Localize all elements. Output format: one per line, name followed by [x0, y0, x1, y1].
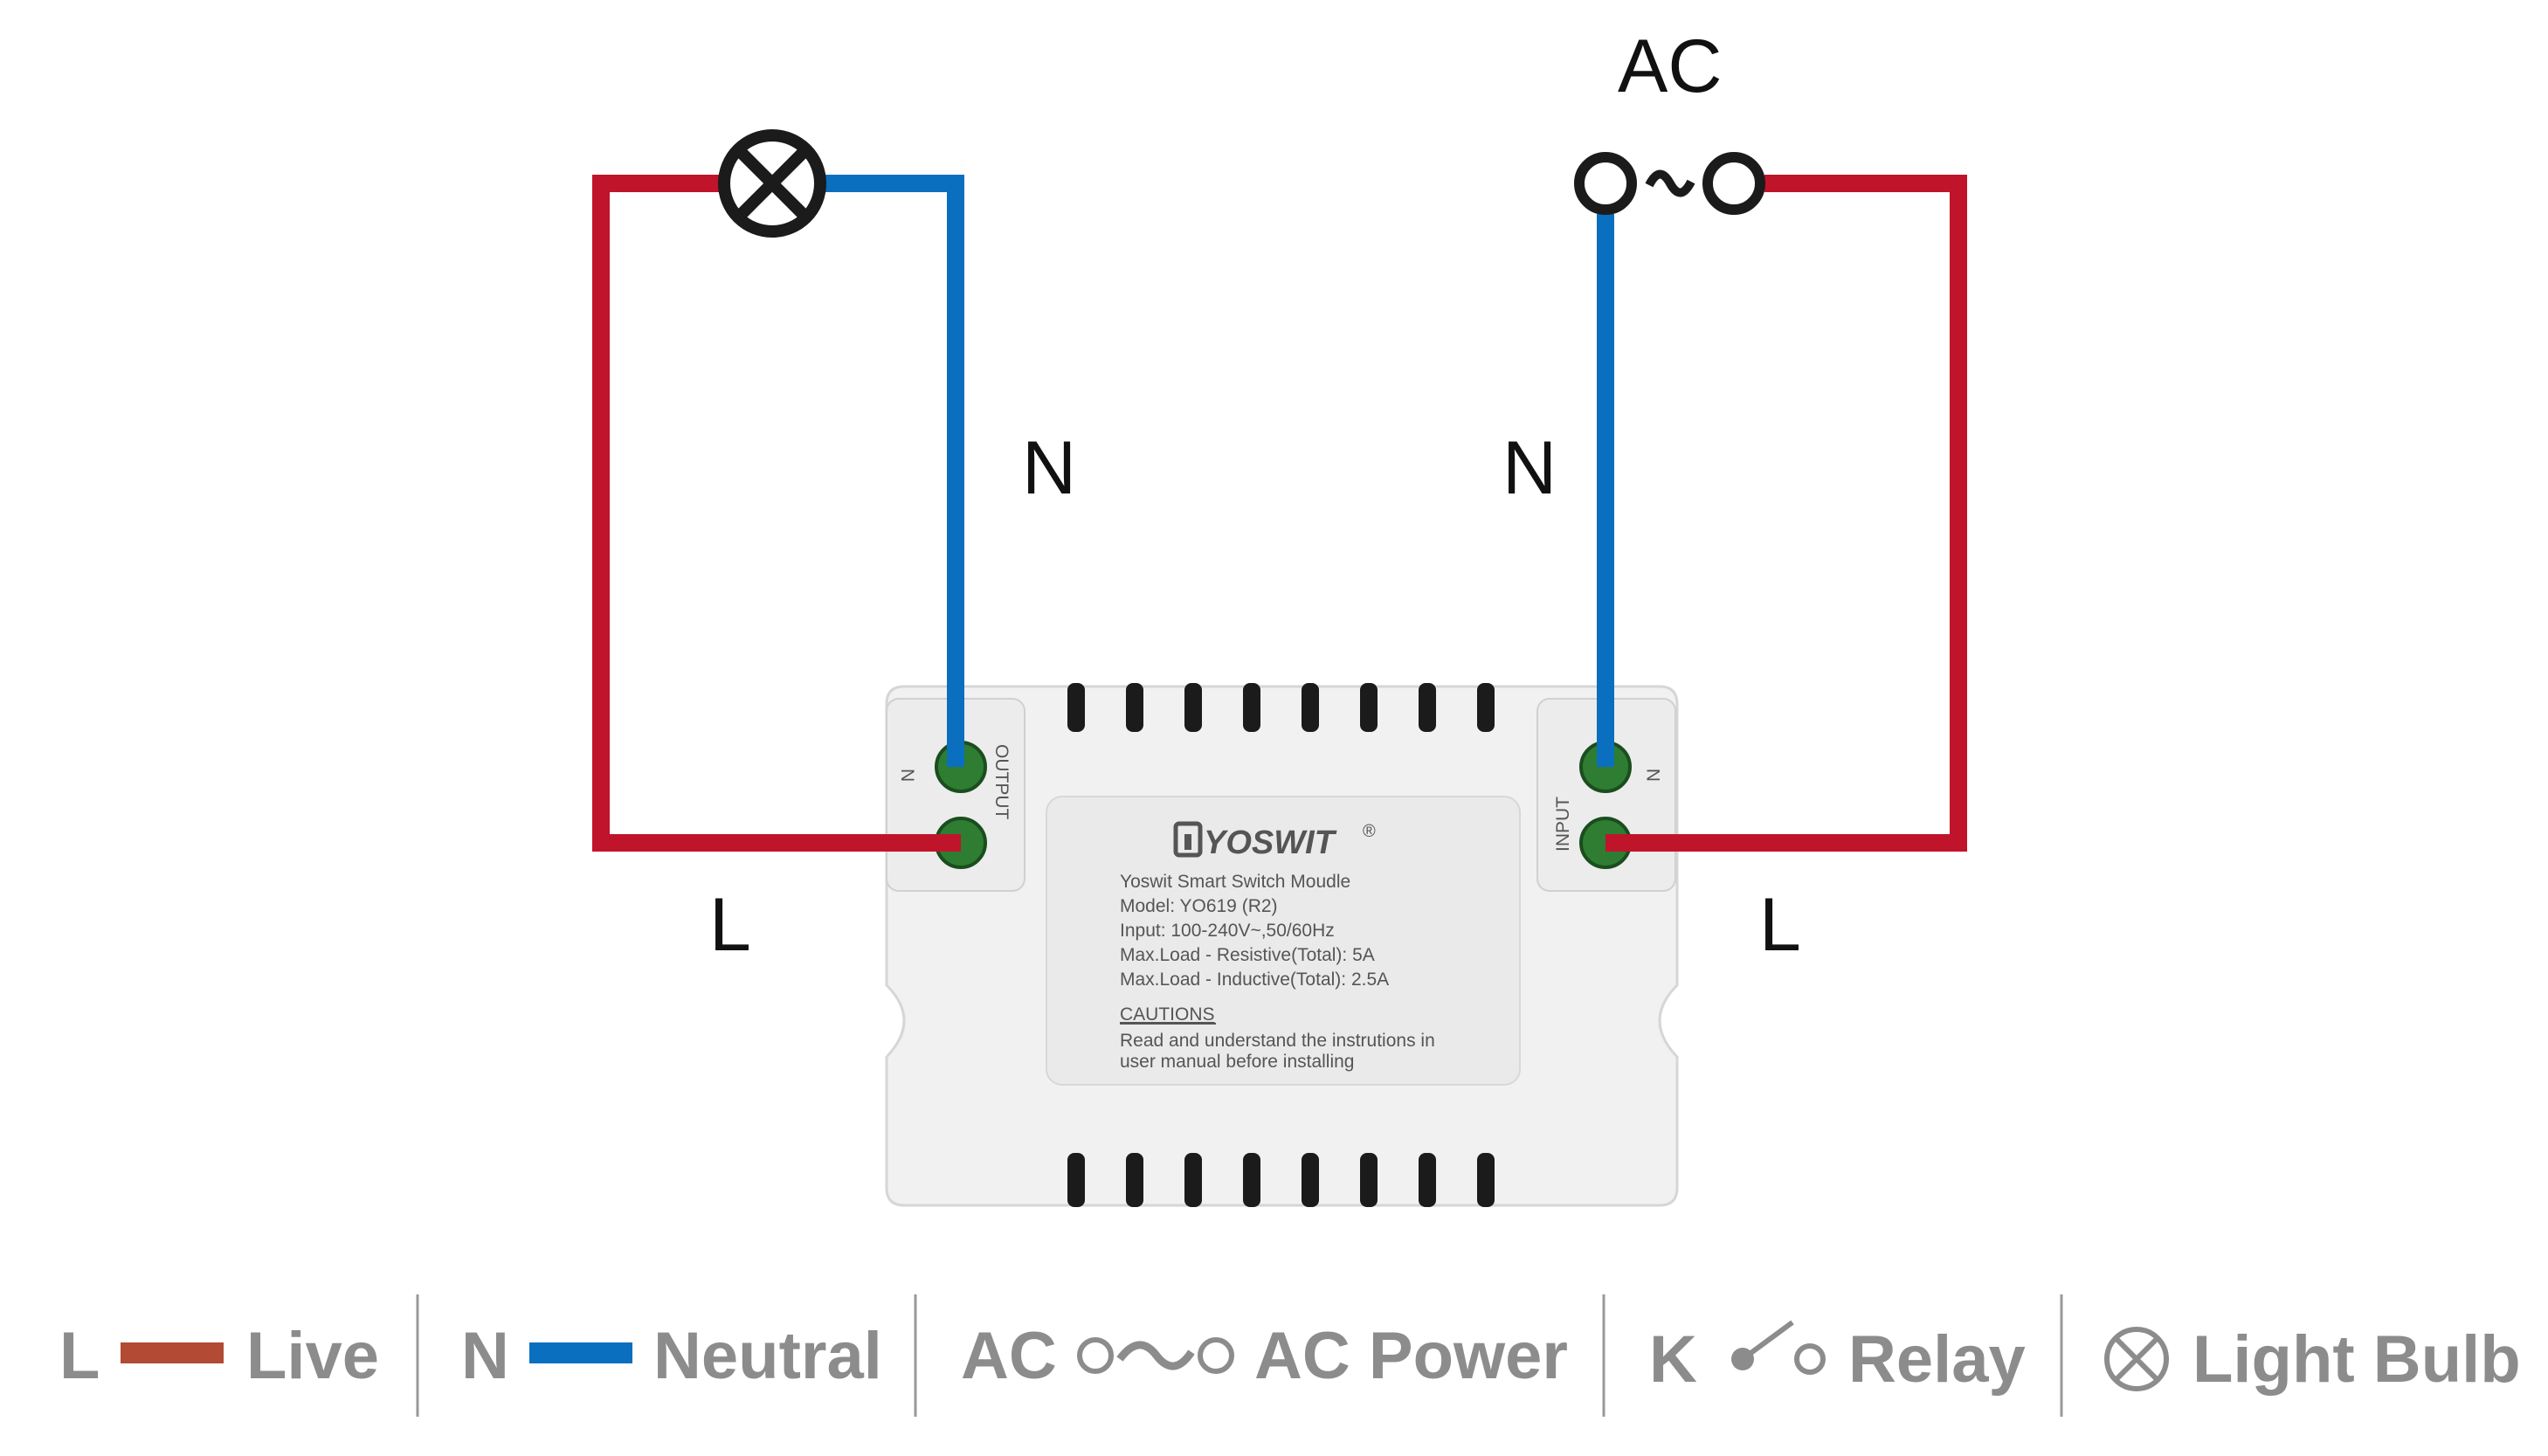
legend-ac-letter: AC [961, 1319, 1057, 1393]
legend-bulb-icon [2104, 1327, 2169, 1391]
module-label-panel [1046, 796, 1521, 1086]
input-n-label: N [1644, 769, 1664, 782]
legend: L Live N Neutral AC AC Power K [59, 1294, 2521, 1417]
light-bulb-icon [718, 129, 826, 238]
module-line-5: Max.Load - Inductive(Total): 2.5A [1120, 970, 1389, 990]
left-neutral-label: N [1022, 426, 1076, 510]
output-label: OUTPUT [991, 744, 1012, 820]
module-line-2: Model: YO619 (R2) [1120, 896, 1278, 916]
cautions-line-1: Read and understand the instrutions in [1120, 1031, 1435, 1051]
yoswit-logo: YOSWIT ® [1173, 821, 1376, 861]
module-line-1: Yoswit Smart Switch Moudle [1120, 872, 1350, 892]
module-line-3: Input: 100-240V~,50/60Hz [1120, 921, 1335, 941]
left-neutral-wire [821, 175, 964, 767]
brand-name: YOSWIT [1204, 825, 1337, 861]
legend-bulb-text: Light Bulb [2192, 1322, 2521, 1397]
legend-ac: AC AC Power [961, 1319, 1568, 1393]
top-vents [1067, 683, 1495, 732]
right-neutral-label: N [1502, 426, 1557, 510]
legend-live-letter: L [59, 1319, 100, 1393]
legend-bulb: Light Bulb [2104, 1322, 2521, 1397]
legend-relay-letter: K [1649, 1322, 1697, 1397]
module-line-4: Max.Load - Resistive(Total): 5A [1120, 945, 1375, 965]
legend-neutral-letter: N [461, 1319, 509, 1393]
legend-neutral: N Neutral [461, 1319, 882, 1393]
relay-switch-icon [1731, 1320, 1826, 1375]
legend-relay: K Relay [1649, 1320, 2026, 1397]
ac-symbol-icon [1077, 1337, 1234, 1374]
bottom-vents [1067, 1153, 1495, 1207]
legend-relay-text: Relay [1848, 1322, 2026, 1397]
ac-source-icon [1574, 152, 1765, 215]
input-label: INPUT [1553, 797, 1573, 852]
left-live-label: L [709, 883, 751, 967]
terminals [601, 183, 1958, 869]
legend-ac-text: AC Power [1254, 1319, 1568, 1393]
live-color-swatch [121, 1342, 224, 1363]
smart-switch-module: N OUTPUT INPUT N YOSWIT ® Yoswit Smart S… [885, 683, 1679, 1207]
ac-label: AC [1618, 24, 1722, 108]
registered-mark: ® [1363, 822, 1376, 841]
neutral-color-swatch [529, 1342, 632, 1363]
right-live-label: L [1759, 883, 1801, 967]
legend-live: L Live [59, 1319, 379, 1393]
legend-neutral-text: Neutral [653, 1319, 882, 1393]
output-n-label: N [897, 769, 917, 782]
cautions-line-2: user manual before installing [1120, 1052, 1355, 1072]
legend-live-text: Live [246, 1319, 379, 1393]
cautions-title: CAUTIONS [1120, 1004, 1215, 1025]
